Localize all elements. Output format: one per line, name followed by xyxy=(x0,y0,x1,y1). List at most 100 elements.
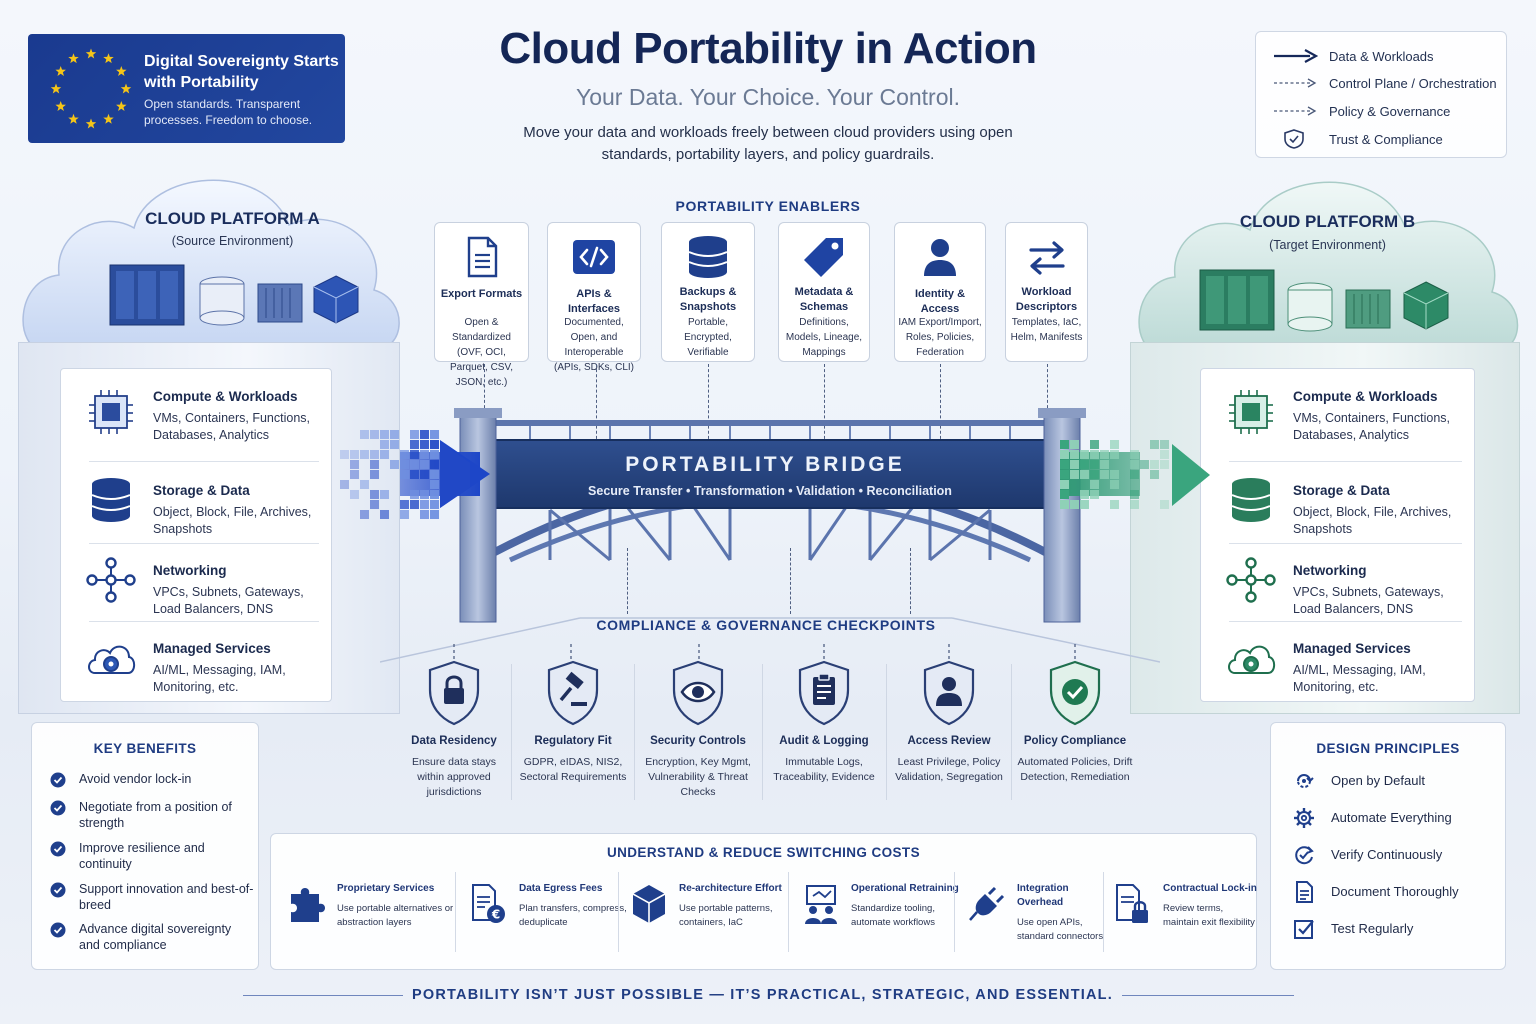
dashed-arrow-icon xyxy=(1274,106,1317,116)
data-pixel xyxy=(430,500,439,509)
divider xyxy=(455,872,456,952)
connector-line xyxy=(1047,364,1048,444)
network-icon xyxy=(1226,557,1276,603)
legend-label: Data & Workloads xyxy=(1329,48,1434,64)
resource-desc: VMs, Containers, Functions, Databases, A… xyxy=(153,411,311,442)
enabler-desc: Portable, Encrypted, Verifiable xyxy=(684,317,732,358)
page-description: Move your data and workloads freely betw… xyxy=(523,124,1013,163)
data-pixel xyxy=(1070,500,1079,509)
data-pixel xyxy=(1090,480,1099,489)
data-pixel xyxy=(430,480,439,489)
footer-rule xyxy=(1122,995,1294,996)
divider xyxy=(954,872,955,952)
principle-item: Document Thoroughly xyxy=(1293,880,1498,904)
checkpoint-desc: Ensure data stays within approved jurisd… xyxy=(411,756,497,798)
badge-title: Digital Sovereignty Starts with Portabil… xyxy=(144,53,339,91)
cost-title: Data Egress Fees xyxy=(519,883,603,894)
data-pixel xyxy=(420,430,429,439)
resource-title: Managed Services xyxy=(1293,641,1411,656)
server-rack-icon xyxy=(1199,269,1275,331)
cloud-b-shape xyxy=(1138,181,1519,353)
training-icon xyxy=(805,885,837,924)
enabler-workload-descriptors: Workload Descriptors Templates, IaC, Hel… xyxy=(1005,222,1088,362)
data-pixel xyxy=(1130,450,1139,459)
data-pixel xyxy=(1130,470,1139,479)
cube-icon xyxy=(632,885,666,923)
cpu-chip-icon xyxy=(1229,390,1273,434)
star-icon xyxy=(68,53,79,64)
data-pixel xyxy=(1060,490,1069,499)
cost-desc: Standardize tooling, automate workflows xyxy=(851,903,935,928)
platform-b-title: CLOUD PLATFORM B xyxy=(1239,212,1416,231)
star-icon xyxy=(55,101,66,111)
legend-label: Policy & Governance xyxy=(1329,103,1451,119)
data-pixels-right xyxy=(1060,440,1210,509)
platform-a-title: CLOUD PLATFORM A xyxy=(145,209,320,228)
star-icon xyxy=(103,113,114,124)
check-circle-icon xyxy=(50,841,66,857)
resource-networking: Networking VPCs, Subnets, Gateways, Load… xyxy=(1201,543,1474,621)
checkpoint-data-residency: Data Residency Ensure data stays within … xyxy=(398,660,510,802)
data-pixel xyxy=(420,490,429,499)
enabler-apis: APIs & Interfaces Documented, Open, and … xyxy=(547,222,641,373)
resource-title: Managed Services xyxy=(153,641,271,656)
divider xyxy=(1229,543,1462,544)
resource-title: Networking xyxy=(153,563,227,578)
cost-desc: Review terms, maintain exit flexibility xyxy=(1163,903,1255,928)
principle-label: Document Thoroughly xyxy=(1331,884,1459,899)
checkpoint-title: Data Residency xyxy=(411,735,497,747)
benefit-label: Improve resilience and continuity xyxy=(79,841,205,871)
cost-proprietary-services: Proprietary Services Use portable altern… xyxy=(287,878,453,958)
footer-tagline: PORTABILITY ISN’T JUST POSSIBLE — IT’S P… xyxy=(412,987,1113,1003)
data-pixel xyxy=(410,440,419,449)
connector-line xyxy=(596,364,597,444)
checkpoint-desc: Immutable Logs, Traceability, Evidence xyxy=(773,756,875,783)
enabler-export-formats: Export Formats Open & Standardized (OVF,… xyxy=(434,222,529,388)
resource-desc: AI/ML, Messaging, IAM, Monitoring, etc. xyxy=(1293,663,1426,694)
data-pixel xyxy=(430,490,439,499)
enabler-desc: Documented, Open, and Interoperable (API… xyxy=(553,317,634,373)
open-arrows-icon xyxy=(1297,774,1314,788)
data-pixel xyxy=(370,460,379,469)
cost-desc: Use portable patterns, containers, IaC xyxy=(679,903,773,928)
enabler-title: Metadata & Schemas xyxy=(794,286,854,313)
data-pixel xyxy=(380,430,389,439)
puzzle-icon xyxy=(291,888,325,922)
check-circle-icon xyxy=(50,800,66,816)
benefit-label: Negotiate from a position of strength xyxy=(79,800,232,830)
cost-title: Contractual Lock-in xyxy=(1163,883,1257,894)
enabler-title: Workload Descriptors xyxy=(1015,286,1078,313)
data-pixel xyxy=(380,440,389,449)
compliance-title: COMPLIANCE & GOVERNANCE CHECKPOINTS xyxy=(596,617,936,633)
refresh-check-icon xyxy=(1295,846,1314,865)
arrow-icon xyxy=(1274,49,1318,63)
resource-desc: VPCs, Subnets, Gateways, Load Balancers,… xyxy=(153,585,304,616)
data-pixel xyxy=(340,480,349,489)
data-pixel xyxy=(360,480,369,489)
divider xyxy=(1229,621,1462,622)
compliance-frame xyxy=(380,617,1160,663)
data-pixel xyxy=(400,450,409,459)
legend-item-trust: Trust & Compliance xyxy=(1272,129,1502,149)
data-pixel xyxy=(420,510,429,519)
principle-label: Verify Continuously xyxy=(1331,847,1443,862)
divider xyxy=(89,543,319,544)
cost-title: Proprietary Services xyxy=(337,883,435,894)
legend-item-control: Control Plane / Orchestration xyxy=(1272,73,1502,93)
data-pixel xyxy=(410,430,419,439)
switching-costs-panel: UNDERSTAND & REDUCE SWITCHING COSTS Prop… xyxy=(270,833,1257,970)
checkpoint-desc: Least Privilege, Policy Validation, Segr… xyxy=(895,756,1003,783)
data-pixel xyxy=(410,470,419,479)
cost-title: Re-architecture Effort xyxy=(679,883,782,894)
document-icon xyxy=(467,236,497,278)
data-pixel xyxy=(1070,440,1079,449)
swap-arrows-icon xyxy=(1028,241,1065,275)
server-rack-icon xyxy=(109,264,185,326)
data-pixel xyxy=(1160,500,1169,509)
cost-rearchitecture: Re-architecture Effort Use portable patt… xyxy=(629,878,789,958)
enabler-desc: IAM Export/Import, Roles, Policies, Fede… xyxy=(898,317,982,358)
page-subtitle: Your Data. Your Choice. Your Control. xyxy=(575,84,961,110)
eye-shield-icon xyxy=(672,660,724,726)
container-icon xyxy=(257,283,303,323)
divider xyxy=(1229,461,1462,462)
